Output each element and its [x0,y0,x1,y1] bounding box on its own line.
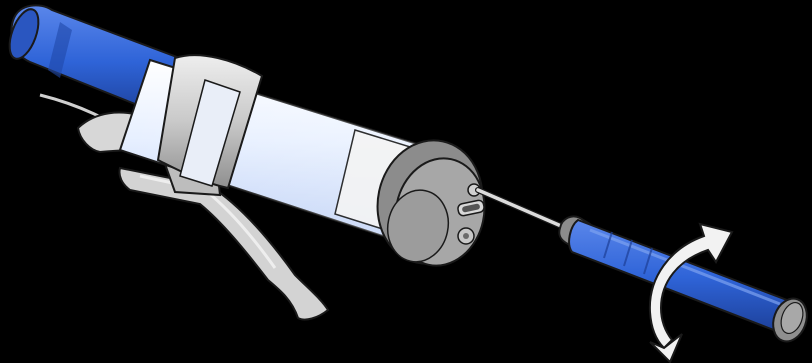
front-grip-body [569,220,796,334]
front-grip [559,216,812,346]
gear-symbol-icon [458,228,474,244]
